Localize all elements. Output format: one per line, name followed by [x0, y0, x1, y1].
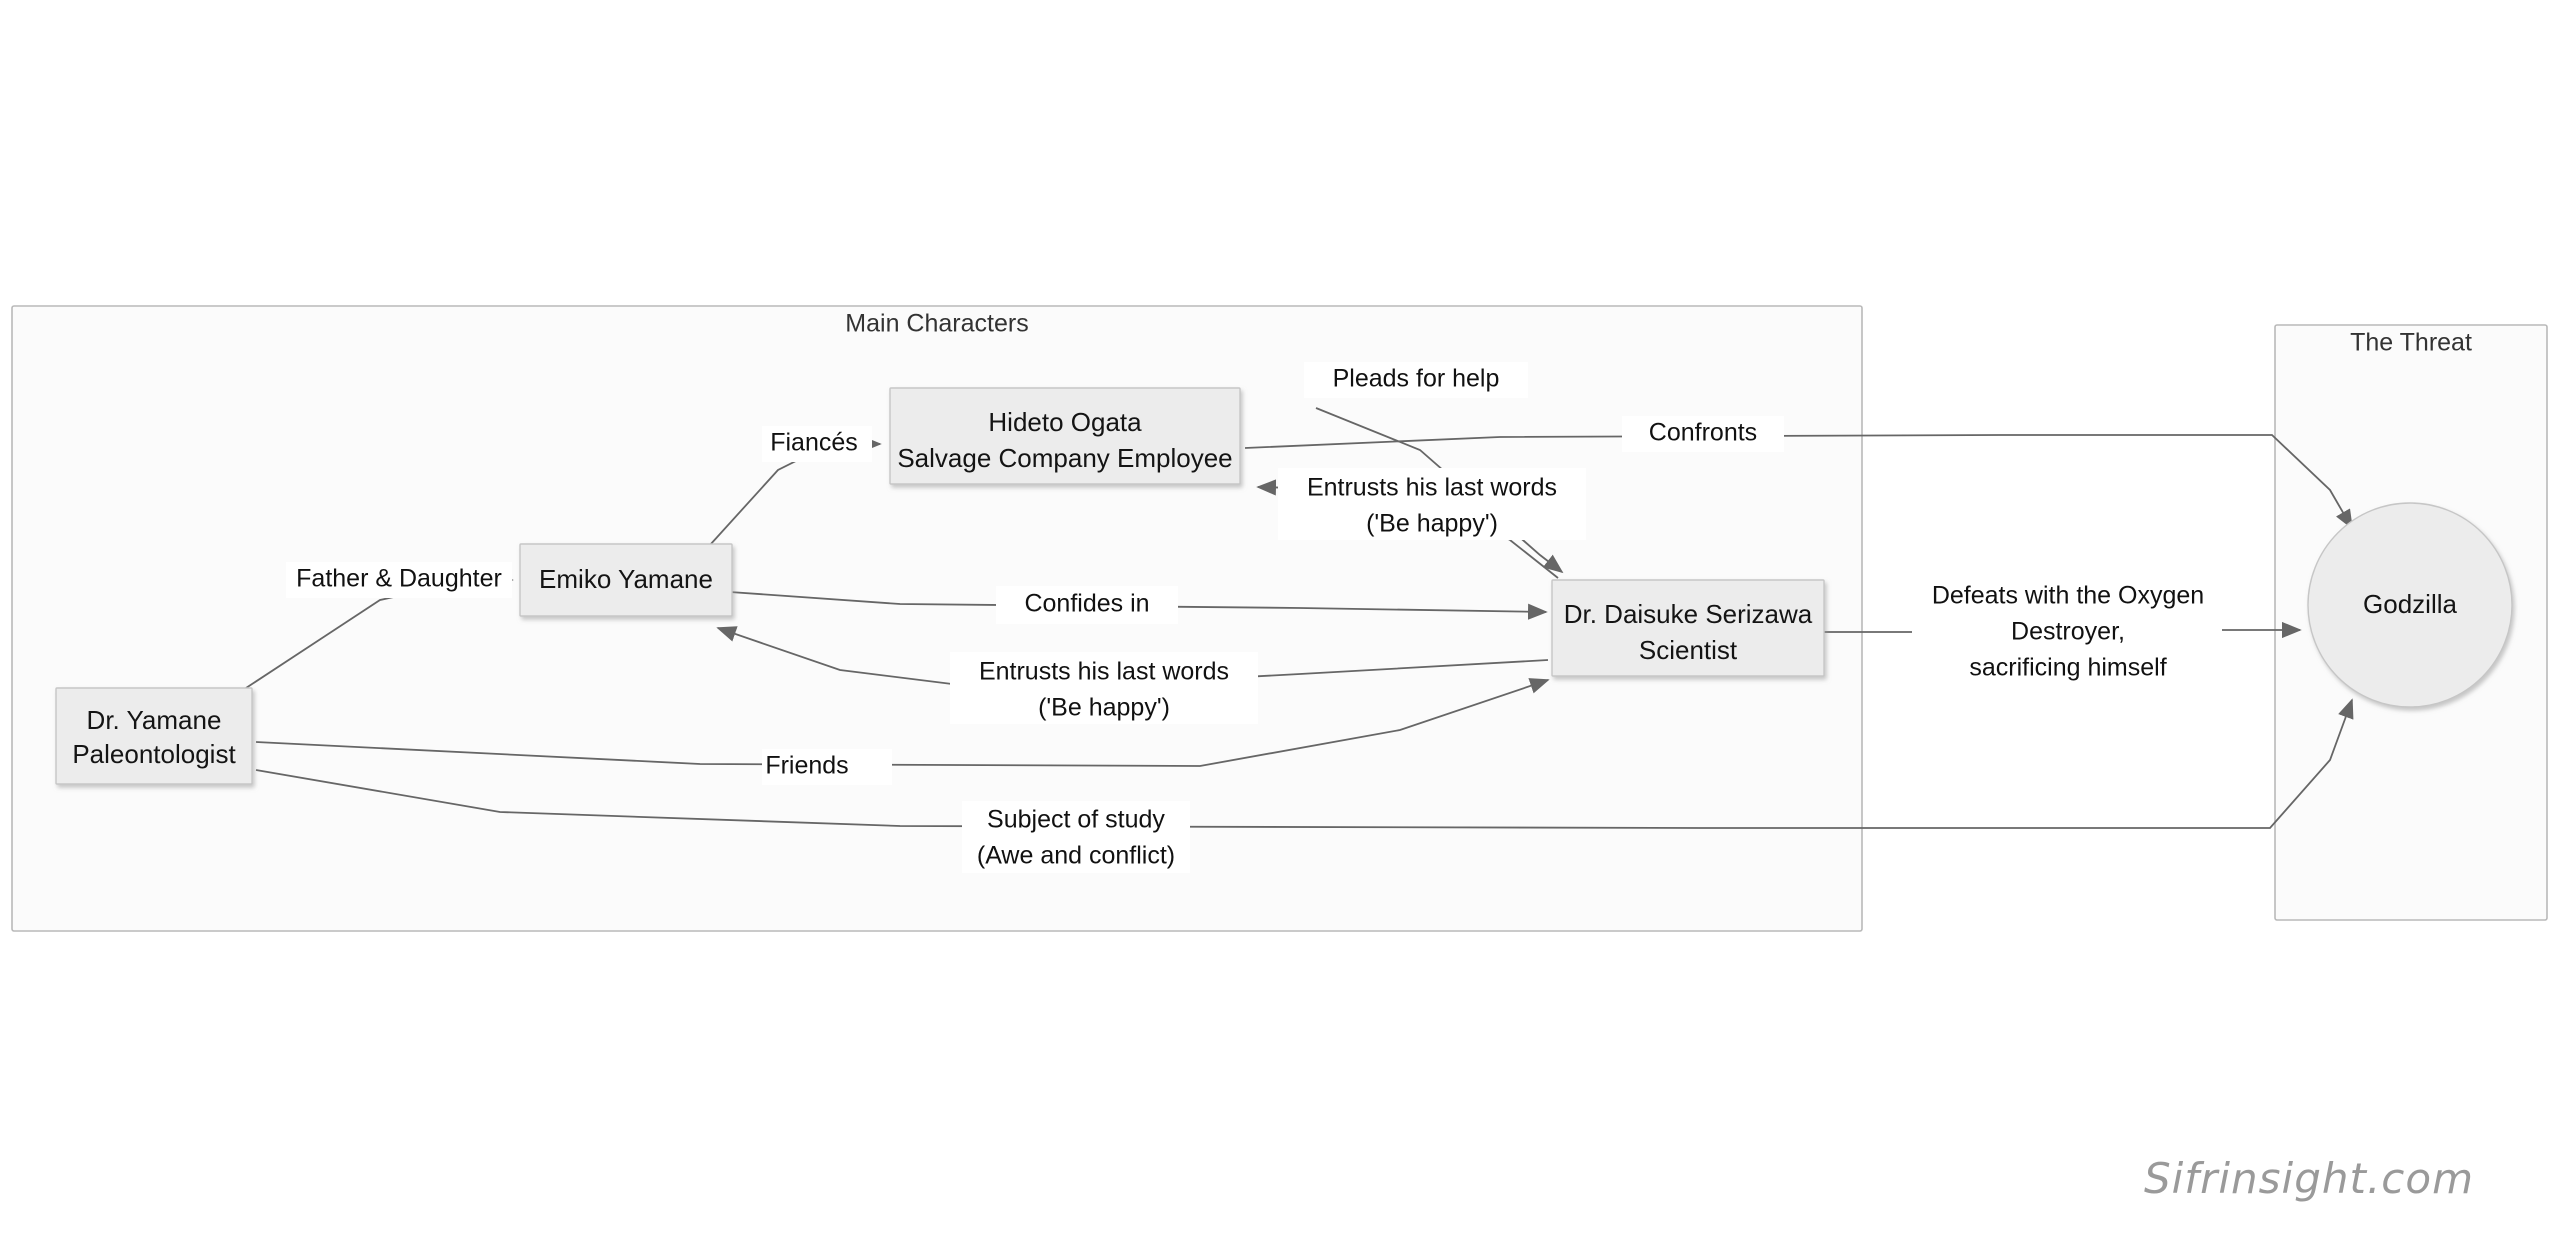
- node-hideto-ogata-role: Salvage Company Employee: [897, 443, 1232, 473]
- edge-label-entrusts-last-words-emiko-line1: Entrusts his last words: [979, 658, 1229, 686]
- edge-label-subject-of-study-line1: Subject of study: [987, 806, 1165, 834]
- cluster-title-the-threat: The Threat: [2350, 329, 2472, 357]
- edge-label-entrusts-last-words-emiko-line2: ('Be happy'): [1038, 694, 1170, 722]
- node-dr-yamane-role: Paleontologist: [72, 739, 236, 769]
- node-dr-daisuke-serizawa-role: Scientist: [1639, 635, 1738, 665]
- edge-entrusts-last-words-ogata: Entrusts his last words ('Be happy'): [1256, 468, 1586, 579]
- edge-label-father-and-daughter: Father & Daughter: [296, 565, 502, 593]
- edge-label-defeats-godzilla-line3: sacrificing himself: [1969, 654, 2166, 682]
- edge-friends: Friends: [255, 678, 1550, 785]
- edge-label-confides-in: Confides in: [1024, 590, 1149, 618]
- edge-label-fiances: Fiancés: [770, 429, 858, 457]
- edge-label-entrusts-last-words-ogata-line2: ('Be happy'): [1366, 510, 1498, 538]
- edge-label-defeats-godzilla-line1: Defeats with the Oxygen: [1932, 582, 2204, 610]
- edge-pleads-for-help: Pleads for help: [1304, 362, 1564, 574]
- node-hideto-ogata[interactable]: Hideto Ogata Salvage Company Employee: [889, 387, 1241, 485]
- edge-label-confronts: Confronts: [1649, 419, 1757, 447]
- node-emiko-yamane[interactable]: Emiko Yamane: [519, 543, 733, 617]
- edge-label-subject-of-study-line2: (Awe and conflict): [977, 842, 1175, 870]
- node-dr-daisuke-serizawa-name: Dr. Daisuke Serizawa: [1564, 599, 1813, 629]
- node-dr-yamane-name: Dr. Yamane: [87, 705, 222, 735]
- edge-confides-in: Confides in: [729, 586, 1548, 624]
- cluster-title-main-characters: Main Characters: [845, 310, 1028, 338]
- edge-father-and-daughter: Father & Daughter: [245, 562, 514, 689]
- edge-label-pleads-for-help: Pleads for help: [1333, 365, 1500, 393]
- node-godzilla-name: Godzilla: [2363, 589, 2457, 619]
- edge-label-friends: Friends: [765, 752, 848, 780]
- watermark: Sifrinsight.com: [2143, 1154, 2474, 1203]
- node-dr-daisuke-serizawa[interactable]: Dr. Daisuke Serizawa Scientist: [1551, 579, 1825, 677]
- node-godzilla[interactable]: Godzilla: [2307, 502, 2513, 708]
- node-dr-yamane[interactable]: Dr. Yamane Paleontologist: [55, 687, 253, 785]
- edge-subject-of-study: Subject of study (Awe and conflict): [255, 698, 2354, 873]
- edge-fiances: Fiancés: [699, 426, 882, 557]
- node-hideto-ogata-name: Hideto Ogata: [988, 407, 1142, 437]
- cluster-main-characters: Main Characters: [11, 305, 1863, 932]
- node-emiko-yamane-name: Emiko Yamane: [539, 564, 713, 594]
- edge-entrusts-last-words-emiko: Entrusts his last words ('Be happy'): [716, 626, 1549, 724]
- edge-label-entrusts-last-words-ogata-line1: Entrusts his last words: [1307, 474, 1557, 502]
- edge-label-defeats-godzilla-line2: Destroyer,: [2011, 618, 2125, 646]
- edge-confronts: Confronts: [1244, 416, 2353, 530]
- edge-defeats-godzilla: Defeats with the Oxygen Destroyer, sacri…: [1824, 578, 2302, 686]
